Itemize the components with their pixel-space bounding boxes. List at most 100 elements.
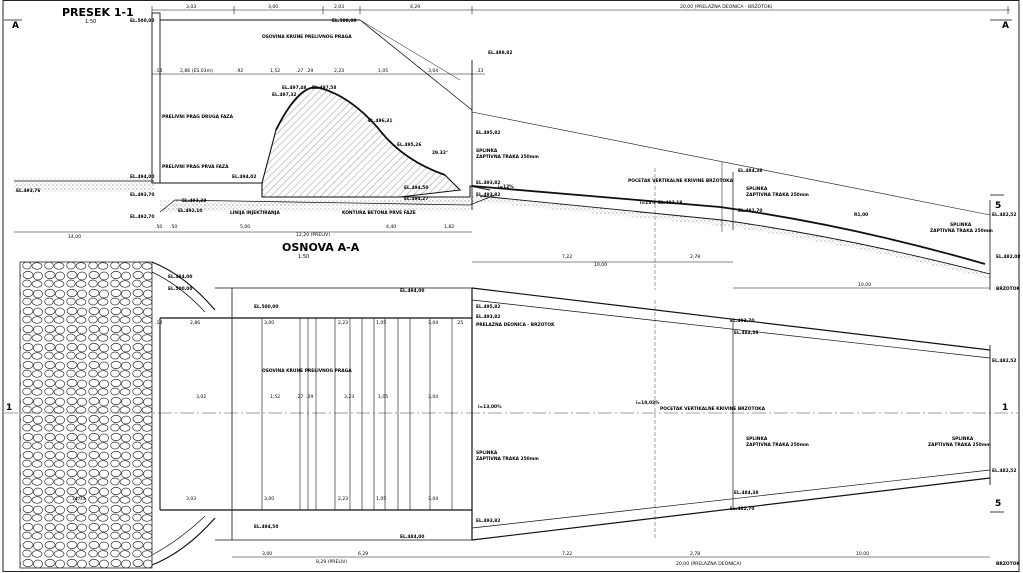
- section-sub-dim-3: 10,00: [594, 262, 607, 268]
- plan-marker-left: 1: [6, 403, 12, 413]
- section-el-6: EL.497,58: [312, 85, 336, 91]
- plan-label-vcurve: POCETAK VERTIKALNE KRIVINE BRZOTOKA: [660, 406, 766, 412]
- section-label-vcurve: POCETAK VERTIKALNE KRIVINE BRZOTOKA: [628, 178, 734, 184]
- plan-chute-left-edge: [471, 287, 991, 351]
- section-el-17: EL.493,28: [182, 198, 206, 204]
- chute-invert: [471, 185, 986, 265]
- plan-el-10: EL.482,52: [992, 358, 1016, 364]
- section-el-9: EL.495,26: [397, 142, 421, 148]
- section-label-injection: LINIJA INJEKTIRANJA: [230, 210, 280, 216]
- section-bottom-dim-2: .50: [155, 224, 162, 230]
- section-scale: 1:50: [85, 19, 96, 25]
- section-label-splinka-1: SPLINKA: [476, 148, 498, 154]
- section-label-splinka-2: SPLINKA: [746, 186, 768, 192]
- section-el-11: EL.493,76: [16, 188, 40, 194]
- plan-mid-dim-4: .29: [306, 394, 313, 400]
- section-el-1: EL.500,00: [130, 18, 154, 24]
- section-el-16: EL.492,10: [178, 208, 202, 214]
- section-label-sill-phase1: PRELIVNI PRAG PRVA FAZA: [162, 164, 229, 170]
- section-el-3: EL.498,82: [488, 50, 512, 56]
- plan-row-dim-6: 3,04: [428, 320, 438, 326]
- section-label-crest-axis: OSOVINA KRUNE PRELIVNOG PRAGA: [262, 34, 352, 40]
- section-top-dim-1: 3,03: [186, 4, 196, 10]
- section-sub-dim-2: 2,78: [690, 254, 700, 260]
- section-el-7: EL.496,31: [368, 118, 392, 124]
- plan-bottom-dim-5: 2,78: [690, 551, 700, 557]
- section-el-2: EL.500,00: [332, 18, 356, 24]
- section-sub-dim-4: 10,00: [858, 282, 871, 288]
- section-row-dim-9: 3,04: [428, 68, 438, 74]
- plan-el-11: EL.482,70: [730, 506, 754, 512]
- plan-bottom-dim-8: BRZOTOK: [996, 561, 1020, 567]
- plan-row-dim-7: .25: [456, 320, 463, 326]
- plan-row-dim-1: .14: [155, 320, 162, 326]
- section-el-25: EL.482,08: [996, 254, 1020, 260]
- plan-label-splinka-1: SPLINKA: [476, 450, 498, 456]
- plan-label-slope-2: i=10,03%: [636, 400, 660, 406]
- plan-low-dim-2: 3,03: [186, 496, 196, 502]
- section-row-dim-6: .29: [306, 68, 313, 74]
- section-marker-5-top: 5: [995, 201, 1001, 211]
- plan-el-15: EL.494,50: [254, 524, 278, 530]
- section-top-dim-3: 2,03: [334, 4, 344, 10]
- section-label-tape-2: ZAPTIVNA TRAKA 250mm: [746, 192, 809, 198]
- section-label-sill-phase2: PRELIVNI PRAG DRUGA FAZA: [162, 114, 234, 120]
- section-label-tape-3: ZAPTIVNA TRAKA 250mm: [930, 228, 993, 234]
- section-el-5: EL.497,32: [272, 92, 296, 98]
- plan-row-dim-4: 2,23: [338, 320, 348, 326]
- section-el-24: EL.482,52: [992, 212, 1016, 218]
- section-label-len: R1,00: [854, 212, 868, 218]
- section-bottom-dim-5: 12,20 (PRELIV): [296, 232, 330, 238]
- plan-bottom-dim-1: 3,00: [262, 551, 272, 557]
- plan-bottom-dim-7: 20,00 (PRELAZNA DEONICA): [676, 561, 741, 567]
- section-label-angle: 29.32°: [432, 150, 448, 156]
- plan-bottom-dim-2: 6,29: [358, 551, 368, 557]
- section-label-brzotok: BRZOTOK: [996, 286, 1020, 292]
- plan-label-tape-1: ZAPTIVNA TRAKA 250mm: [476, 456, 539, 462]
- section-top-dim-2: 3,00: [268, 4, 278, 10]
- plan-low-dim-5: 1,05: [376, 496, 386, 502]
- section-row-dim-7: 2,23: [334, 68, 344, 74]
- plan-chute-right-edge: [471, 477, 991, 541]
- plan-label-slope-1: i=13,00%: [478, 404, 502, 410]
- section-row-dim-10: .33: [476, 68, 483, 74]
- section-marker-right: A: [1002, 21, 1009, 31]
- section-row-dim-4: 1,52: [270, 68, 280, 74]
- plan-low-dim-6: 3,04: [428, 496, 438, 502]
- section-el-20: EL.493,82: [476, 192, 500, 198]
- plan-rockfill: [19, 261, 153, 569]
- section-bottom-dim-7: 1,82: [444, 224, 454, 230]
- plan-el-9: EL.484,38: [734, 330, 758, 336]
- plan-mid-dim-3: .27: [296, 394, 303, 400]
- plan-scale: 1:50: [298, 254, 309, 260]
- plan-el-1: EL.484,00: [168, 274, 192, 280]
- plan-mid-dim-7: 3,04: [428, 394, 438, 400]
- section-el-18: EL.494,50: [404, 185, 428, 191]
- section-row-dim-8: 1,05: [378, 68, 388, 74]
- plan-el-7: EL.484,00: [400, 534, 424, 540]
- section-sub-dim-1: 7,22: [562, 254, 572, 260]
- section-bottom-dim-4: 5,00: [240, 224, 250, 230]
- section-row-dim-5: .27: [296, 68, 303, 74]
- section-row-dim-3: .92: [236, 68, 243, 74]
- plan-low-dim-1: 14,03: [72, 496, 85, 502]
- plan-el-13: EL.482,52: [992, 468, 1016, 474]
- plan-bottom-dim-4: 7,22: [562, 551, 572, 557]
- plan-el-8: EL.492,70: [730, 318, 754, 324]
- plan-low-dim-4: 2,23: [338, 496, 348, 502]
- section-bottom-dim-1: 14,00: [68, 234, 81, 240]
- plan-marker-bottom: 5: [995, 499, 1001, 509]
- section-view: PRESEK 1-1 1:50 A A 3,03 3,00 2,03 4,29 …: [4, 4, 1020, 292]
- section-label-contour: KONTURA BETONA PRVE FAZE: [342, 210, 416, 216]
- section-el-4: EL.497,48: [282, 85, 306, 91]
- plan-label-transition: PRELAZNA DEONICA - BRZOTOK: [476, 322, 555, 328]
- plan-mid-dim-2: 1,52: [270, 394, 280, 400]
- section-label-slope-1: i=12%: [498, 184, 514, 190]
- section-top-dim-5: 20,00 (PRELAZNA DEONICA - BRZOTOK): [680, 4, 773, 10]
- section-el-14: EL.493,82: [476, 180, 500, 186]
- section-el-23: EL.482,70: [738, 208, 762, 214]
- section-top-dim-4: 4,29: [410, 4, 420, 10]
- plan-el-5: EL.493,82: [476, 314, 500, 320]
- plan-el-4: EL.495,82: [476, 304, 500, 310]
